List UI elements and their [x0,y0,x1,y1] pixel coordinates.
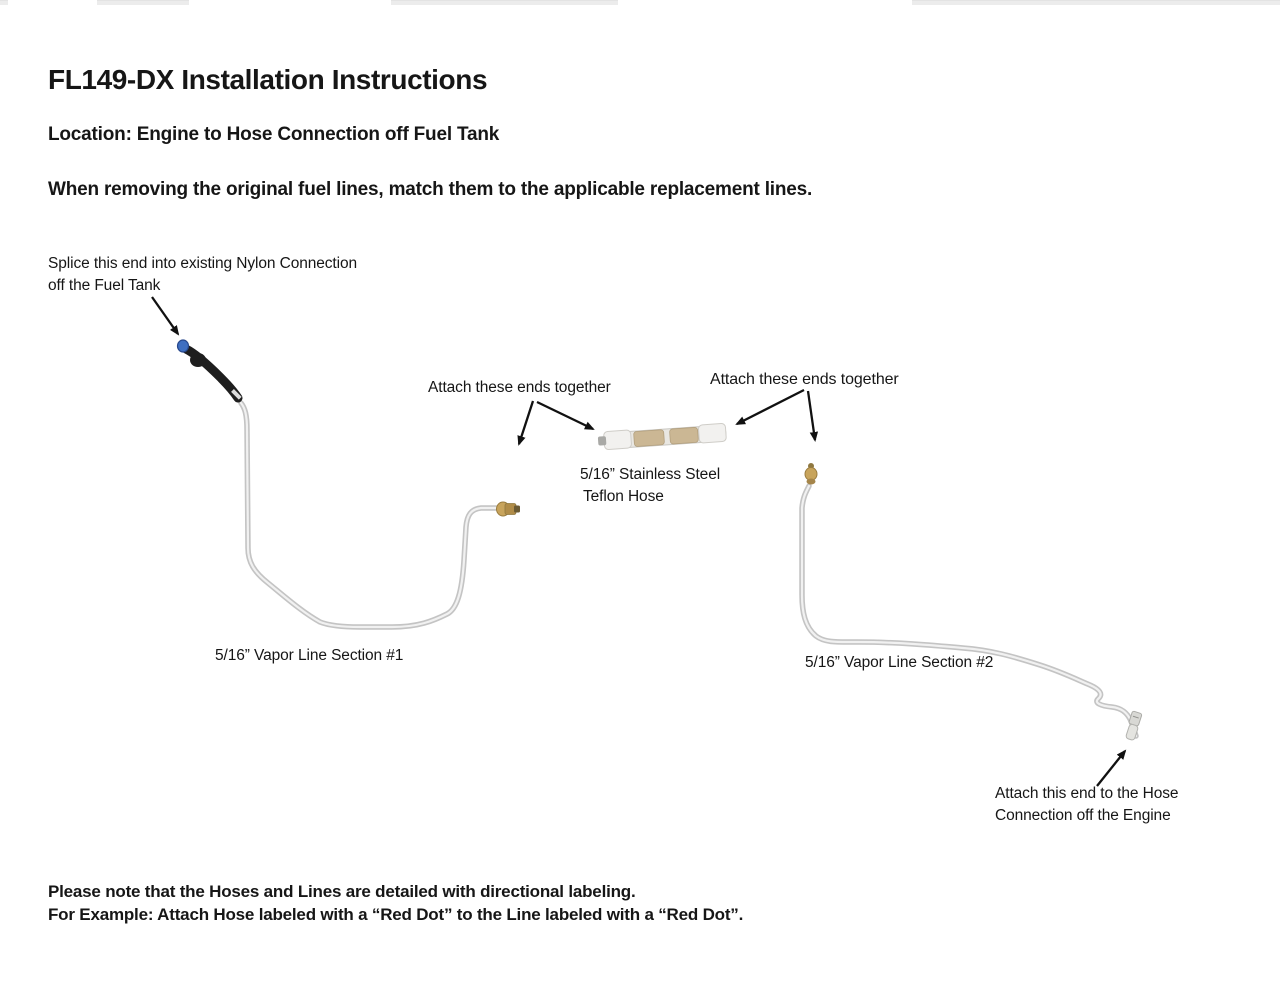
arrow-engine-end [1096,749,1127,787]
vapor-line-2-label: 5/16” Vapor Line Section #2 [805,654,994,671]
scan-artifact-bar [912,0,1280,5]
attach-together-right-label: Attach these ends together [710,371,899,388]
splice-annotation-line2: off the Fuel Tank [48,277,161,294]
stainless-hose-label-line2: Teflon Hose [583,488,664,505]
location-heading: Location: Engine to Hose Connection off … [48,124,500,145]
intro-text: When removing the original fuel lines, m… [48,179,813,200]
arrow-attach-left-2 [536,400,595,431]
scan-artifact-bar [391,0,618,5]
scan-artifact-bar [0,0,8,5]
vapor-line-section-1 [238,400,520,630]
arrow-attach-left-1 [517,400,535,446]
engine-end-annotation-line2: Connection off the Engine [995,807,1171,824]
footer-note-line1: Please note that the Hoses and Lines are… [48,882,636,901]
arrow-attach-right-2 [806,390,819,442]
brass-fitting-line2 [804,463,818,485]
scan-artifact-bar [97,0,189,5]
stainless-teflon-hose [597,423,727,450]
hose-left-nub [597,436,607,446]
page-title: FL149-DX Installation Instructions [48,64,488,95]
arrow-splice [151,296,180,336]
arrow-attach-right-1 [735,388,805,426]
nylon-connection-hose [176,339,243,403]
engine-end-fitting [1125,710,1143,741]
footer-note-line2: For Example: Attach Hose labeled with a … [48,905,744,924]
attach-together-left-label: Attach these ends together [428,379,611,396]
vapor-line-section-2 [799,463,1143,741]
brass-fitting-line1 [496,501,520,517]
hose-band [231,389,242,400]
splice-annotation-line1: Splice this end into existing Nylon Conn… [48,255,358,272]
vapor-line-1-label: 5/16” Vapor Line Section #1 [215,647,404,664]
engine-end-annotation-line1: Attach this end to the Hose [995,785,1179,802]
blue-connector [176,339,190,353]
stainless-hose-label-line1: 5/16” Stainless Steel [580,466,721,483]
